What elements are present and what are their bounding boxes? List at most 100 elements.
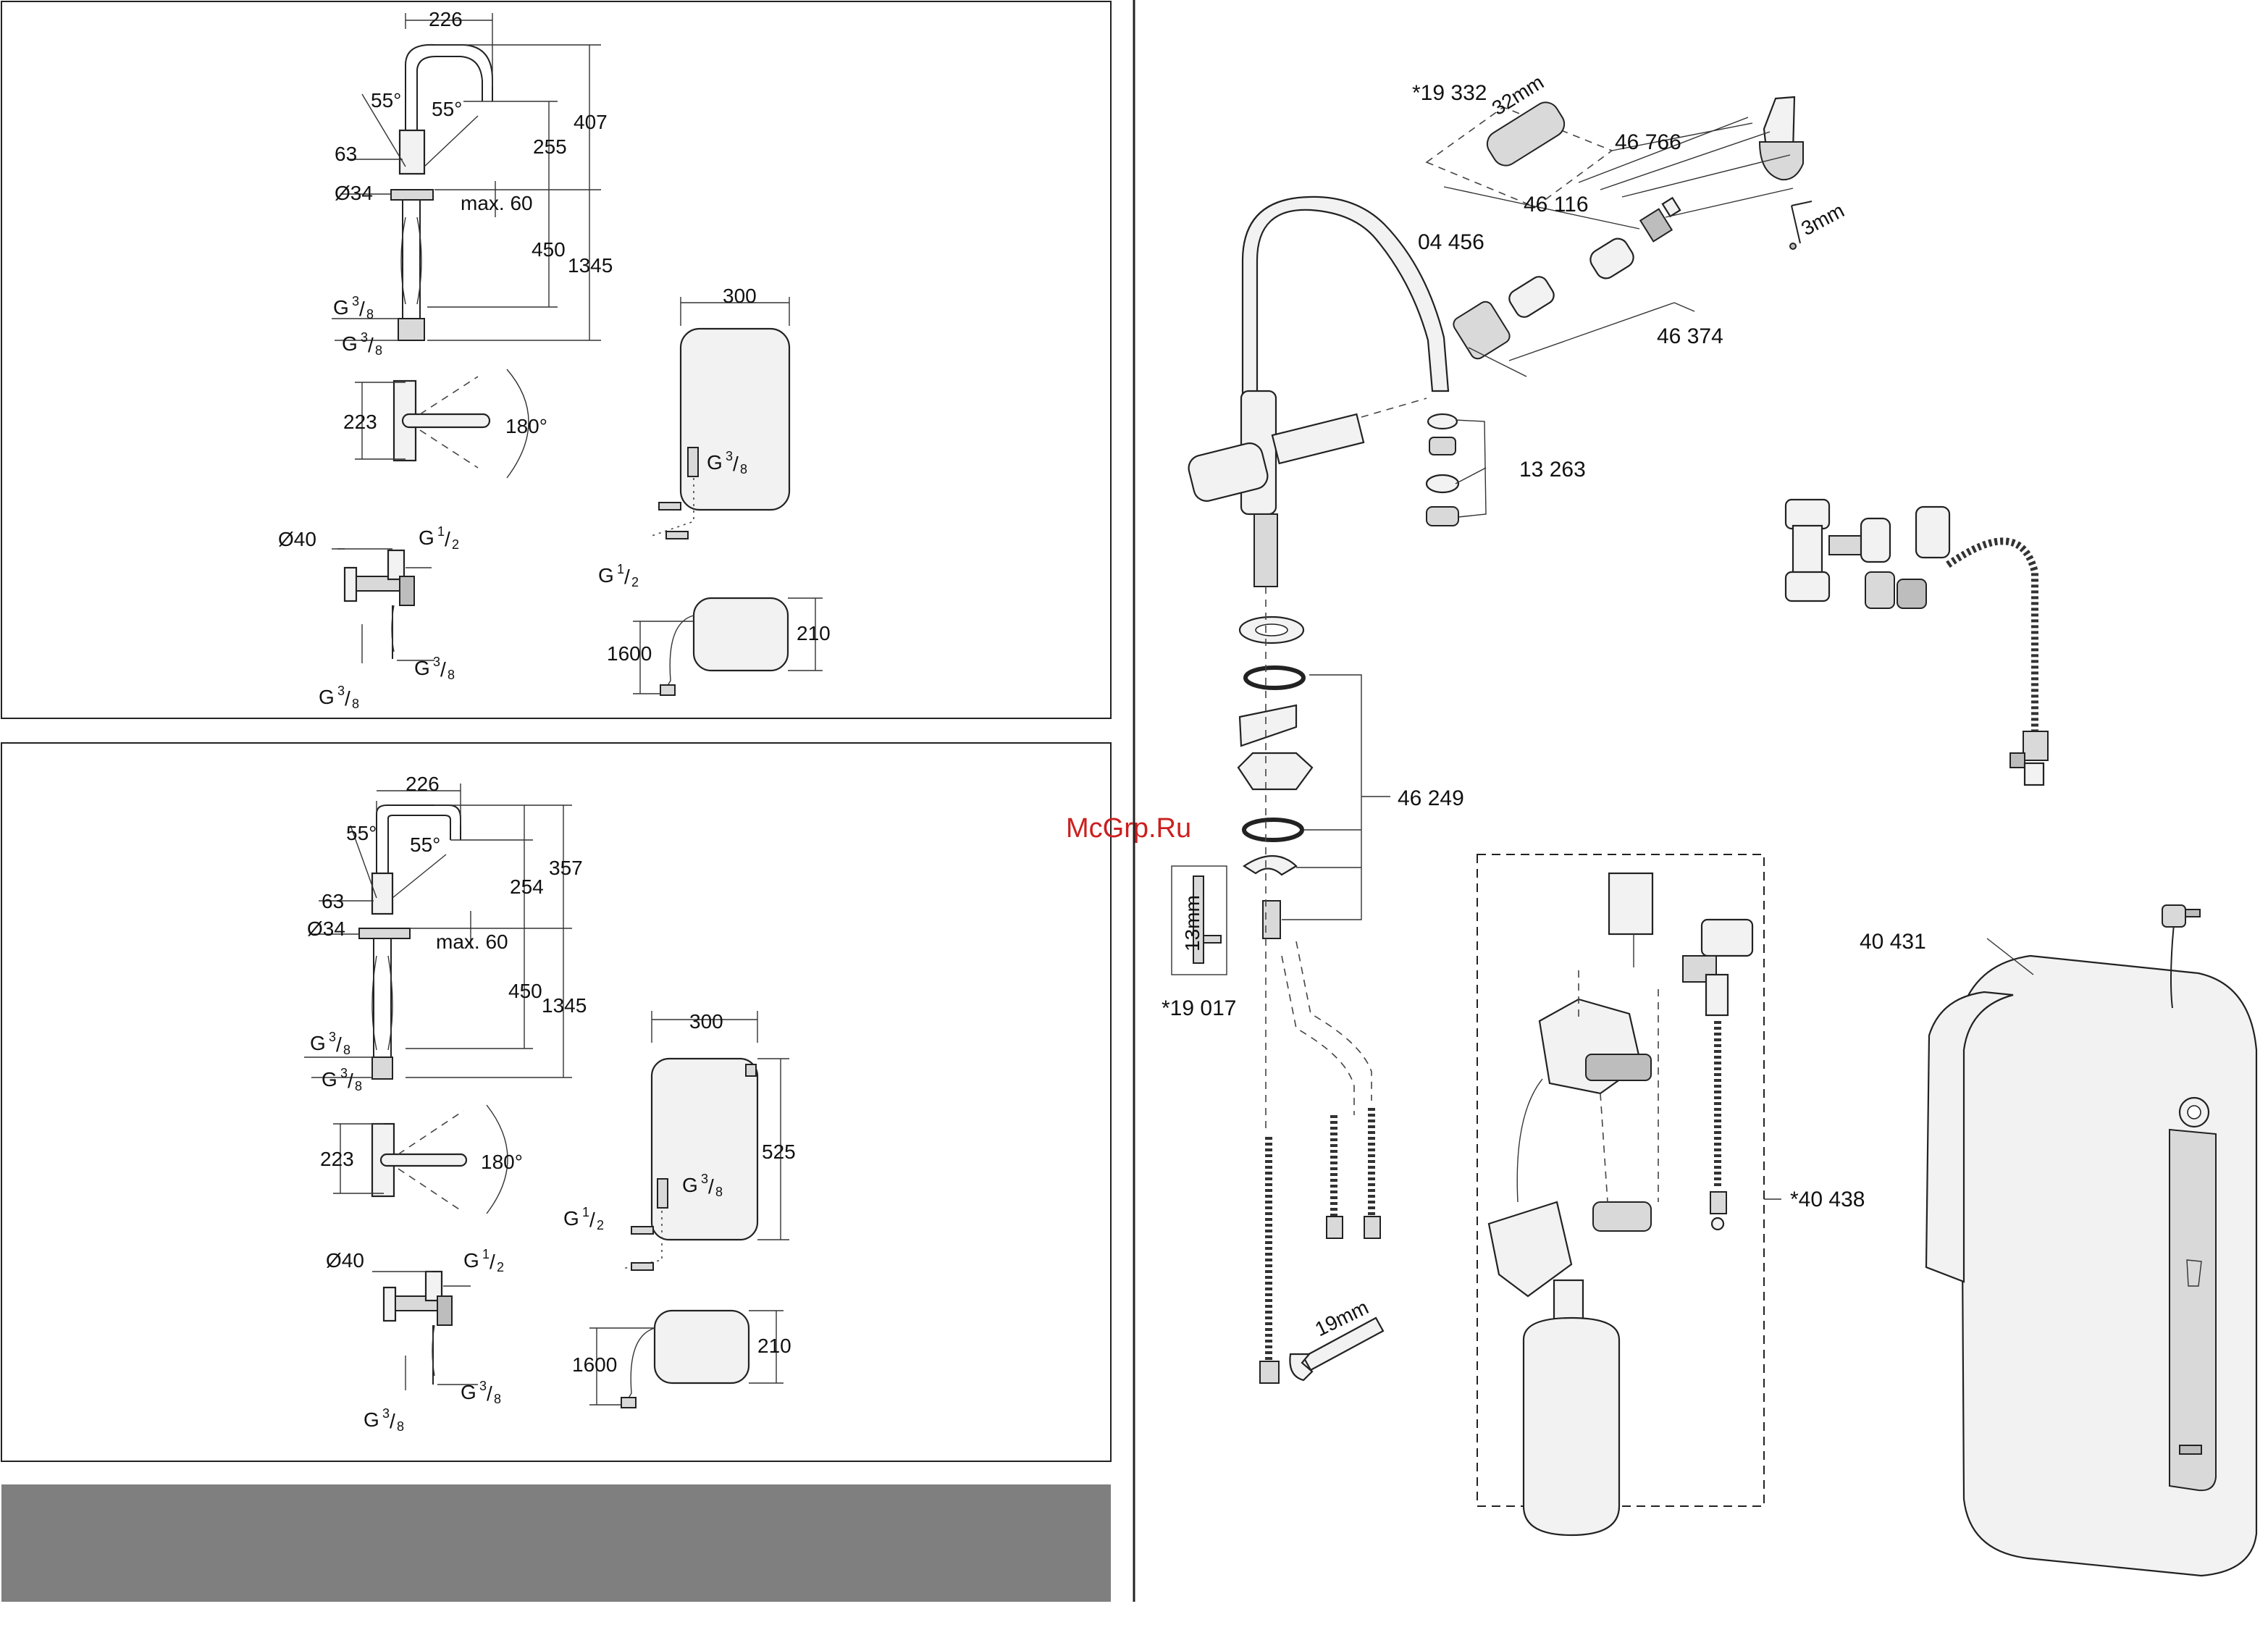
- label-04456: 04 456: [1418, 230, 1484, 254]
- svg-text:/: /: [368, 334, 374, 356]
- filter-kit-parts: [1487, 872, 1781, 1537]
- dim-dia34-bottom: Ø34: [307, 917, 345, 940]
- svg-text:G: G: [414, 657, 430, 679]
- svg-text:8: 8: [715, 1185, 723, 1199]
- dim-g38-a-top: G 3 / 8: [333, 294, 374, 322]
- dim-300-top: 300: [723, 285, 757, 307]
- svg-text:3: 3: [479, 1379, 487, 1393]
- bottom-swivel-view: [333, 1104, 508, 1214]
- svg-text:G: G: [563, 1207, 579, 1230]
- footer-gray-bar: [1, 1484, 1111, 1602]
- svg-text:/: /: [624, 566, 630, 588]
- label-19332: *19 332: [1412, 81, 1487, 105]
- svg-text:3: 3: [361, 330, 368, 345]
- bottom-panel-frame: [1, 742, 1112, 1462]
- boiler-40431: [1925, 904, 2258, 1577]
- svg-text:1: 1: [617, 562, 624, 576]
- dim-63-bottom: 63: [322, 890, 344, 912]
- svg-text:/: /: [348, 1070, 353, 1092]
- label-46116: 46 116: [1524, 193, 1589, 217]
- svg-text:2: 2: [597, 1218, 604, 1232]
- bottom-faucet-drawing: [304, 784, 572, 1080]
- dim-dia34-top: Ø34: [335, 182, 373, 204]
- dim-450-top: 450: [532, 238, 566, 261]
- dim-450-bottom: 450: [508, 980, 542, 1002]
- dim-angle-left-bottom: 55°: [346, 822, 377, 844]
- svg-text:G: G: [682, 1174, 698, 1196]
- label-3mm: 3mm: [1797, 199, 1848, 240]
- dim-210-top: 210: [797, 622, 831, 644]
- dim-valve-g38-right-bottom: G 3 / 8: [461, 1379, 501, 1406]
- svg-text:2: 2: [452, 537, 459, 552]
- faucet-body: [1188, 196, 1450, 587]
- top-boiler-front: [651, 297, 791, 539]
- dim-boiler-g38-bottom: G 3 / 8: [682, 1172, 723, 1199]
- dim-g38-b-bottom: G 3 / 8: [322, 1066, 362, 1093]
- dim-226-bottom: 226: [406, 773, 440, 795]
- label-40438: *40 438: [1790, 1188, 1865, 1211]
- dim-525: 525: [762, 1140, 796, 1163]
- top-valve: [332, 548, 434, 663]
- svg-text:8: 8: [343, 1043, 350, 1057]
- label-13263: 13 263: [1519, 458, 1586, 482]
- svg-text:/: /: [390, 1410, 395, 1432]
- wrench-19mm: [1289, 1316, 1385, 1382]
- dim-254: 254: [510, 875, 544, 898]
- svg-text:8: 8: [494, 1392, 501, 1406]
- dim-407: 407: [574, 111, 608, 133]
- svg-text:G: G: [319, 686, 335, 708]
- svg-text:/: /: [445, 528, 450, 550]
- dim-g38-a-bottom: G 3 / 8: [310, 1030, 350, 1057]
- dim-223-top: 223: [343, 411, 377, 433]
- svg-text:G: G: [333, 296, 349, 319]
- top-swivel-view: [355, 369, 529, 479]
- svg-text:/: /: [336, 1033, 342, 1056]
- aerator-13263: [1425, 413, 1487, 526]
- svg-text:G: G: [342, 332, 358, 355]
- mounting-kit-46249: [1237, 616, 1390, 939]
- svg-text:8: 8: [740, 462, 747, 476]
- svg-text:/: /: [487, 1382, 492, 1405]
- label-13mm: 13mm: [1181, 895, 1204, 951]
- cartridge-box-19332: [1425, 101, 1613, 208]
- label-46766: 46 766: [1615, 130, 1681, 154]
- dim-dia40-top: Ø40: [278, 528, 316, 550]
- dim-angle-right-bottom: 55°: [410, 833, 440, 856]
- svg-text:8: 8: [375, 343, 382, 358]
- dim-210-bottom: 210: [757, 1335, 791, 1357]
- label-46374: 46 374: [1657, 324, 1723, 348]
- dim-226-top: 226: [429, 8, 463, 30]
- dim-valve-g38-right-top: G 3 / 8: [414, 655, 455, 682]
- dim-300-bottom: 300: [689, 1010, 723, 1033]
- top-boiler-side: [633, 597, 823, 696]
- dim-valve-g12-top: G 1 / 2: [419, 524, 459, 552]
- dim-dia40-bottom: Ø40: [326, 1249, 364, 1272]
- svg-text:8: 8: [355, 1079, 362, 1093]
- dim-boiler-g38-top: G 3 / 8: [707, 449, 747, 476]
- svg-text:G: G: [598, 564, 614, 587]
- dim-max60-bottom: max. 60: [436, 930, 508, 953]
- dim-angle-right-top: 55°: [432, 98, 462, 120]
- dim-max60-top: max. 60: [461, 192, 533, 214]
- svg-text:/: /: [589, 1209, 595, 1231]
- supply-hoses: [1259, 587, 1381, 1384]
- svg-text:/: /: [345, 687, 350, 710]
- svg-text:/: /: [359, 298, 365, 320]
- svg-text:2: 2: [631, 575, 639, 589]
- dim-180-bottom: 180°: [481, 1151, 523, 1173]
- svg-text:8: 8: [397, 1419, 404, 1434]
- filter-kit-box-40438: [1477, 854, 1765, 1507]
- svg-text:1: 1: [482, 1247, 490, 1261]
- svg-text:/: /: [733, 453, 739, 475]
- svg-text:2: 2: [497, 1260, 504, 1274]
- bottom-boiler-side: [589, 1309, 784, 1408]
- dim-357: 357: [549, 857, 583, 879]
- svg-text:8: 8: [366, 307, 374, 322]
- svg-text:3: 3: [329, 1030, 336, 1044]
- dim-223-bottom: 223: [320, 1148, 354, 1170]
- dim-63-top: 63: [335, 143, 357, 165]
- dim-1600-bottom: 1600: [572, 1353, 617, 1376]
- svg-text:3: 3: [337, 684, 345, 698]
- svg-text:/: /: [490, 1251, 495, 1273]
